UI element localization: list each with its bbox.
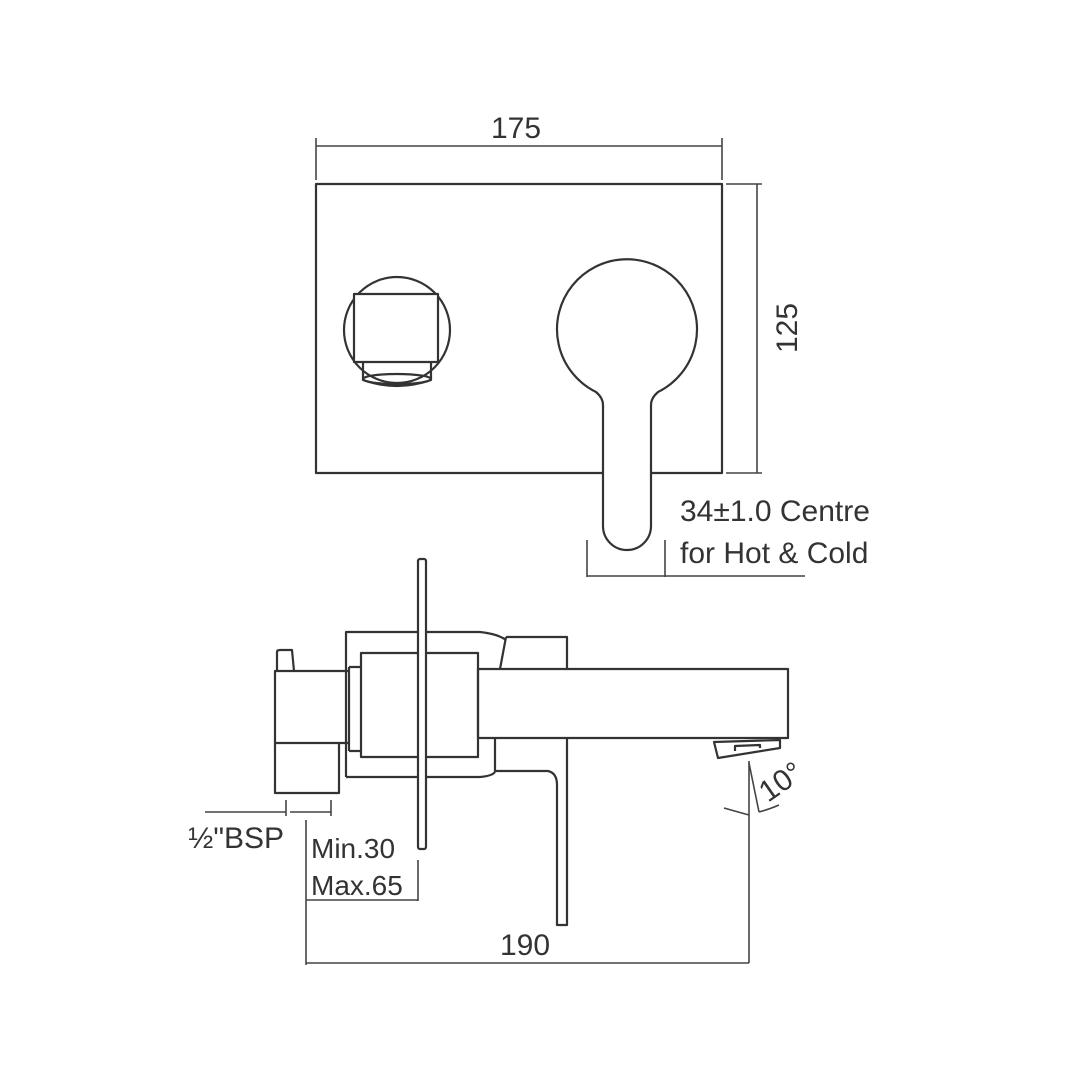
centre-dimension: 34±1.0 Centre for Hot & Cold xyxy=(586,495,870,577)
spout xyxy=(476,667,790,740)
diverter-knob xyxy=(342,275,452,388)
max-label: Max.65 xyxy=(311,870,403,901)
min-label: Min.30 xyxy=(311,833,395,864)
angle-label: 10° xyxy=(753,756,809,809)
projection-label: 190 xyxy=(500,929,550,962)
lever-side xyxy=(493,738,569,927)
centre-note-line1: 34±1.0 Centre xyxy=(680,495,870,528)
height-dimension: 125 xyxy=(726,183,804,474)
angle-dimension: 10° xyxy=(723,756,809,963)
body-housing xyxy=(344,630,507,777)
height-label: 125 xyxy=(771,303,804,353)
inlet-dimension: ½"BSP xyxy=(188,800,332,855)
inlet-label: ½"BSP xyxy=(188,822,284,855)
lever-handle xyxy=(555,258,699,552)
aerator xyxy=(712,738,782,760)
centre-note-line2: for Hot & Cold xyxy=(680,537,868,570)
width-label: 175 xyxy=(491,112,541,145)
wall-depth-dimension: Min.30 Max.65 xyxy=(305,820,419,965)
side-view: 10° ½"BSP Min.30 Max.65 190 xyxy=(188,557,809,965)
front-view: 175 125 34±1.0 Centre for Hot & Cold xyxy=(314,112,870,577)
top-block xyxy=(498,635,569,670)
projection-dimension: 190 xyxy=(306,929,749,964)
width-dimension: 175 xyxy=(315,112,723,180)
wall-plate xyxy=(314,182,724,475)
inlet-connector xyxy=(273,665,361,795)
wall-line xyxy=(416,557,428,851)
